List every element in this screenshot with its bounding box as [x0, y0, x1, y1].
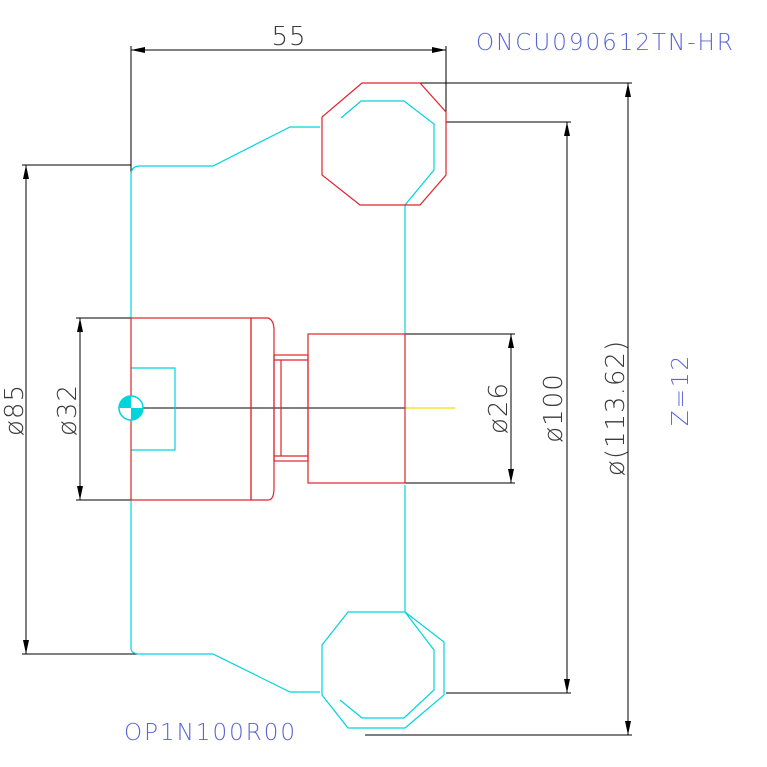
dim-diameter-26: ø26	[484, 382, 514, 434]
dim-diameter-100: ø100	[539, 373, 569, 443]
teeth-count-label: Z=12	[668, 354, 694, 426]
dim-diameter-85: ø85	[0, 384, 30, 436]
dim-diameter-32: ø32	[53, 384, 83, 436]
cutter-code-label: OP1N100R00	[124, 720, 297, 746]
insert-code-label: ONCU090612TN-HR	[476, 30, 735, 56]
cutter-body-outline	[130, 100, 445, 729]
dim-diameter-113: ø(113.62)	[601, 340, 631, 476]
insert-and-shank-outline	[130, 82, 447, 501]
dimension-lines	[22, 46, 632, 736]
center-point-marker	[118, 395, 144, 421]
dim-length-55: 55	[271, 22, 306, 52]
